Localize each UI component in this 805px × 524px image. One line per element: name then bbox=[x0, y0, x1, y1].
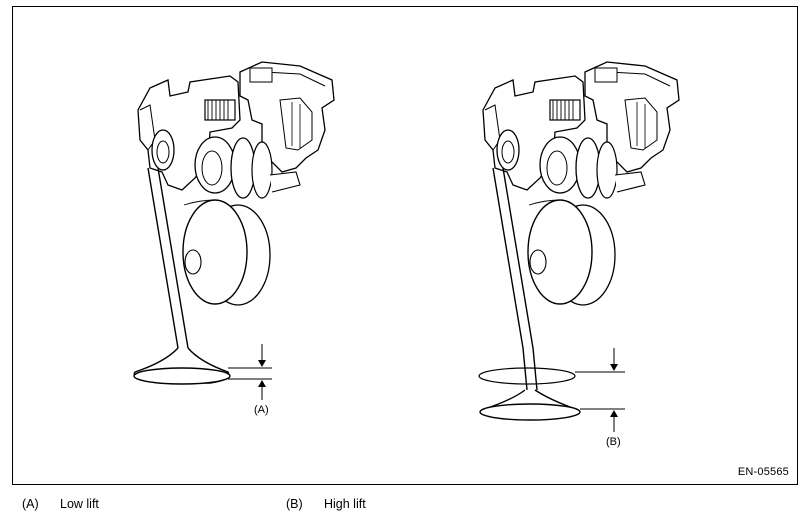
figure-frame bbox=[12, 6, 798, 485]
legend-item-high-lift: (B) High lift bbox=[286, 497, 366, 511]
legend-item-low-lift: (A) Low lift bbox=[22, 497, 99, 511]
legend-text: Low lift bbox=[60, 497, 99, 511]
figure-code: EN-05565 bbox=[737, 466, 789, 478]
low-lift-assembly bbox=[133, 61, 335, 400]
legend-text: High lift bbox=[324, 497, 366, 511]
legend-key: (B) bbox=[286, 497, 303, 511]
high-lift-assembly bbox=[478, 61, 680, 432]
callout-low-lift: (A) bbox=[254, 404, 269, 416]
legend-key: (A) bbox=[22, 497, 39, 511]
callout-high-lift: (B) bbox=[606, 436, 621, 448]
